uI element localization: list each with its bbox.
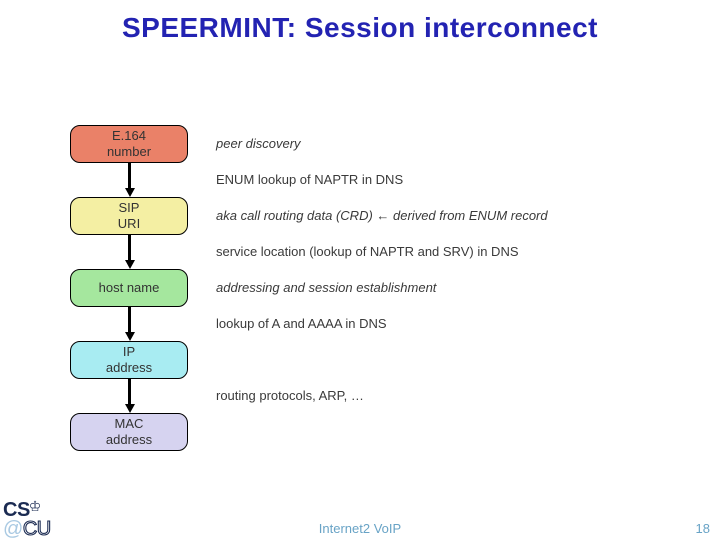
- box-host-name: host name: [70, 269, 188, 307]
- arrow-head: [124, 260, 135, 269]
- box-label-line2: address: [105, 360, 153, 375]
- box-label-line1: E.164: [112, 128, 146, 143]
- crown-icon: ♔: [28, 498, 42, 514]
- annotation-service-location: service location (lookup of NAPTR and SR…: [216, 244, 519, 259]
- logo-at-text: @: [3, 518, 23, 540]
- logo-line2: @CU: [3, 518, 52, 540]
- box-label-line1: IP: [122, 344, 136, 359]
- box-mac-address: MAC address: [70, 413, 188, 451]
- annotation-enum-lookup: ENUM lookup of NAPTR in DNS: [216, 172, 404, 187]
- page-number: 18: [695, 521, 710, 536]
- box-label-line1: host name: [98, 280, 160, 295]
- box-sip-uri: SIP URI: [70, 197, 188, 235]
- box-label-line1: MAC: [114, 416, 144, 431]
- logo-line1: CS♔: [3, 497, 51, 520]
- arrow-line: [128, 379, 131, 404]
- box-label-line2: URI: [117, 216, 141, 231]
- box-e164-number: E.164 number: [70, 125, 188, 163]
- box-ip-address: IP address: [70, 341, 188, 379]
- arrow-line: [128, 163, 131, 188]
- cs-at-cu-logo: CS♔ @CU: [3, 497, 52, 540]
- box-label-line2: address: [105, 432, 153, 447]
- down-arrow-icon: [124, 379, 135, 413]
- logo-cs-text: CS: [3, 499, 30, 521]
- arrow-line: [128, 235, 131, 260]
- annotation-a-aaaa-lookup: lookup of A and AAAA in DNS: [216, 316, 387, 331]
- box-label-line1: SIP: [118, 200, 140, 215]
- arrow-line: [128, 307, 131, 332]
- down-arrow-icon: [124, 307, 135, 341]
- annotation-call-routing-data: aka call routing data (CRD) ← derived fr…: [216, 208, 548, 223]
- slide-title: SPEERMINT: Session interconnect: [121, 12, 599, 43]
- logo-cu-text: CU: [22, 518, 51, 540]
- box-label-line2: number: [106, 144, 152, 159]
- annotation-peer-discovery: peer discovery: [216, 136, 301, 151]
- arrow-head: [124, 404, 135, 413]
- annotation-addressing-session: addressing and session establishment: [216, 280, 437, 295]
- down-arrow-icon: [124, 163, 135, 197]
- annotation-routing-protocols: routing protocols, ARP, …: [216, 388, 364, 403]
- footer-title: Internet2 VoIP: [318, 521, 402, 536]
- arrow-head: [124, 332, 135, 341]
- down-arrow-icon: [124, 235, 135, 269]
- arrow-head: [124, 188, 135, 197]
